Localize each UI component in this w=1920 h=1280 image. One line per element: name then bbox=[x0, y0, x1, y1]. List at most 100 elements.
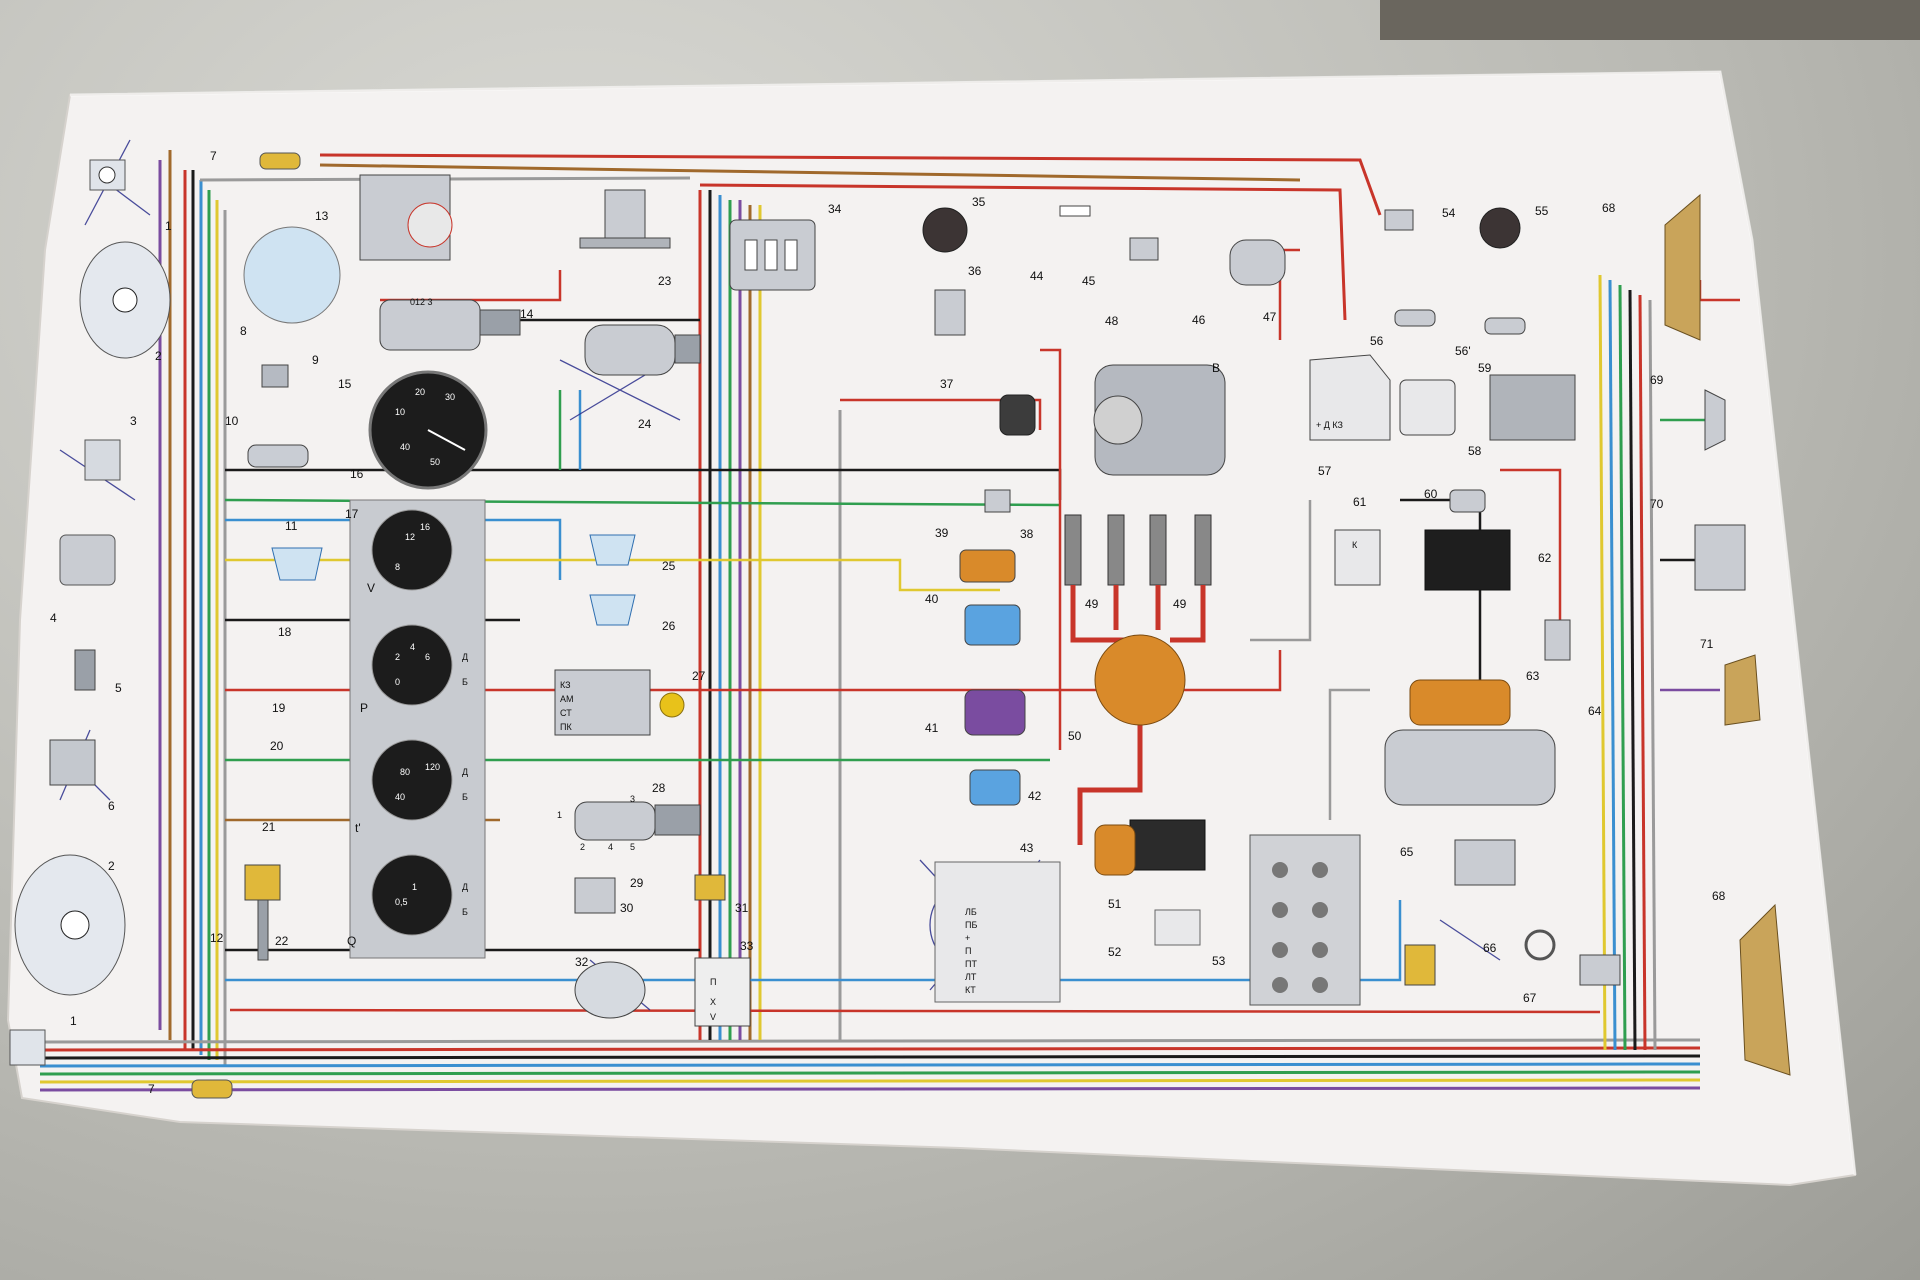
label-64: 64 bbox=[1588, 704, 1602, 718]
component-70: 70 bbox=[1650, 497, 1746, 591]
component-51-coil: 51 bbox=[1094, 819, 1206, 911]
g17-b: 16 bbox=[420, 522, 430, 532]
label-48: 48 bbox=[1105, 314, 1119, 328]
component-66: 66 bbox=[1404, 941, 1497, 986]
gauge-letter-p: P bbox=[360, 701, 368, 715]
component-32: 32 bbox=[574, 955, 646, 1019]
term-1: ЛБ bbox=[965, 907, 977, 917]
label-40: 40 bbox=[925, 592, 939, 606]
component-7-top: 7 bbox=[210, 149, 301, 170]
label-52: 52 bbox=[1108, 945, 1122, 959]
label-23: 23 bbox=[658, 274, 672, 288]
component-50-distributor: 50 bbox=[1068, 585, 1206, 845]
component-64-starter: 64 bbox=[1384, 679, 1602, 806]
relay-terms: К bbox=[1352, 540, 1358, 550]
g22-a: 0,5 bbox=[395, 897, 408, 907]
bottom-harness bbox=[39, 1038, 1701, 1092]
component-24: 24 bbox=[584, 324, 701, 431]
component-60: 60 bbox=[1424, 487, 1486, 513]
label-39: 39 bbox=[935, 526, 949, 540]
label-1-top: 1 bbox=[165, 219, 172, 233]
g21-b: 120 bbox=[425, 762, 440, 772]
p28-n4: 4 bbox=[608, 842, 613, 852]
label-66: 66 bbox=[1483, 941, 1497, 955]
term-7: КТ bbox=[965, 985, 976, 995]
label-8: 8 bbox=[240, 324, 247, 338]
instrument-cluster: 12 16 8 V 2 4 6 0 Д Б P 80 120 40 Д Б t'… bbox=[347, 499, 486, 959]
label-15: 15 bbox=[338, 377, 352, 391]
label-11: 11 bbox=[285, 519, 298, 533]
component-47: 47 bbox=[1229, 239, 1286, 324]
label-49-a: 49 bbox=[1085, 597, 1099, 611]
component-68-bottom: 68 bbox=[1712, 889, 1791, 1076]
label-60: 60 bbox=[1424, 487, 1438, 501]
label-22: 22 bbox=[275, 934, 289, 948]
tacho-mark-3: 30 bbox=[445, 392, 455, 402]
label-43: 43 bbox=[1020, 841, 1034, 855]
component-1-bottom: 1 bbox=[9, 1014, 77, 1066]
label-50: 50 bbox=[1068, 729, 1082, 743]
label-69: 69 bbox=[1650, 373, 1664, 387]
g22-b: 1 bbox=[412, 882, 417, 892]
g21-mark-d: Д bbox=[462, 767, 468, 777]
component-34: 34 bbox=[729, 202, 842, 291]
gauge-letter-v: V bbox=[367, 581, 375, 595]
component-35: 35 bbox=[922, 195, 986, 253]
label-21: 21 bbox=[262, 820, 276, 834]
g21-c: 40 bbox=[395, 792, 405, 802]
label-25: 25 bbox=[662, 559, 676, 573]
g19-b: 4 bbox=[410, 642, 415, 652]
label-7-bottom: 7 bbox=[148, 1082, 155, 1096]
component-3: 3 bbox=[84, 414, 137, 481]
label-9: 9 bbox=[312, 353, 319, 367]
component-6: 6 bbox=[49, 739, 115, 813]
label-13: 13 bbox=[315, 209, 329, 223]
label-14: 14 bbox=[520, 307, 534, 321]
term-3: + bbox=[965, 933, 970, 943]
label-49-b: 49 bbox=[1173, 597, 1187, 611]
component-56: 56 bbox=[1370, 309, 1436, 348]
component-26: 26 bbox=[589, 594, 676, 633]
component-33: П Х V 33 bbox=[694, 939, 754, 1027]
component-63: 63 bbox=[1526, 619, 1571, 683]
label-56-prime: 56' bbox=[1455, 344, 1471, 358]
tacho-mark-5: 50 bbox=[430, 457, 440, 467]
component-67: 67 bbox=[1523, 954, 1621, 1005]
right-harness bbox=[1598, 274, 1657, 1051]
component-36: 36 bbox=[934, 264, 982, 336]
label-46: 46 bbox=[1192, 313, 1206, 327]
component-7-bottom: 7 bbox=[148, 1079, 233, 1099]
component-27-ignition-switch: КЗ АМ СТ ПК 27 bbox=[554, 669, 706, 736]
component-16-tachometer: 10 20 30 40 50 15 16 bbox=[338, 370, 488, 490]
term-4: П bbox=[965, 946, 971, 956]
p28-n1: 1 bbox=[557, 810, 562, 820]
label-20: 20 bbox=[270, 739, 284, 753]
label-27: 27 bbox=[692, 669, 706, 683]
label-47: 47 bbox=[1263, 310, 1277, 324]
label-5: 5 bbox=[115, 681, 122, 695]
component-9: 9 bbox=[261, 353, 319, 388]
component-56-prime: 56' bbox=[1455, 317, 1526, 358]
component-45: 45 bbox=[1082, 237, 1159, 288]
label-16: 16 bbox=[350, 467, 364, 481]
label-12: 12 bbox=[210, 931, 224, 945]
component-2-headlamp-top: 2 bbox=[79, 241, 171, 363]
label-45: 45 bbox=[1082, 274, 1096, 288]
component-10: 10 bbox=[225, 414, 309, 468]
label-68-top: 68 bbox=[1602, 201, 1616, 215]
component-59: 59 bbox=[1478, 361, 1576, 441]
g19-a: 2 bbox=[395, 652, 400, 662]
component-14: 012 3 14 bbox=[379, 297, 534, 351]
component-1-top: 1 bbox=[89, 159, 172, 233]
label-68-bottom: 68 bbox=[1712, 889, 1726, 903]
g19-c: 6 bbox=[425, 652, 430, 662]
label-62: 62 bbox=[1538, 551, 1552, 565]
component-2-headlamp-bottom: 2 bbox=[14, 854, 126, 996]
label-4: 4 bbox=[50, 611, 57, 625]
label-1-bottom: 1 bbox=[70, 1014, 77, 1028]
label-53: 53 bbox=[1212, 954, 1226, 968]
tacho-mark-4: 40 bbox=[400, 442, 410, 452]
component-8: 8 bbox=[240, 226, 341, 338]
term-5: ПТ bbox=[965, 959, 977, 969]
